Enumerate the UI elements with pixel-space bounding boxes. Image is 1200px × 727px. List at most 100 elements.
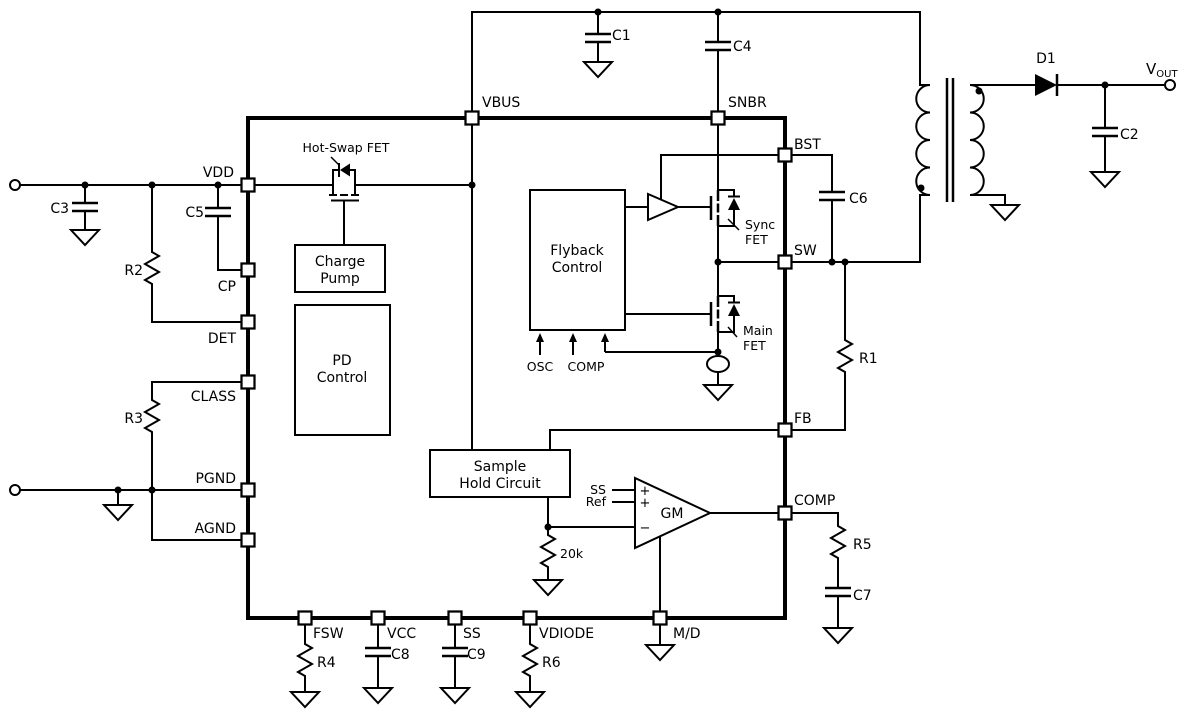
junction-dot — [214, 181, 222, 189]
charge-pump-line1: Charge — [315, 254, 365, 270]
pin-label-sw: SW — [794, 243, 817, 259]
pin-pgnd — [240, 482, 256, 498]
pin-label-vcc: VCC — [387, 626, 416, 642]
label-c1: C1 — [612, 28, 631, 44]
net-sense — [604, 339, 718, 353]
junction-dot — [148, 486, 156, 494]
net-samplehold-gm — [547, 497, 635, 580]
current-sense-element — [706, 355, 730, 373]
input-terminal-pgnd — [9, 484, 21, 496]
pin-labels: VDD CP DET CLASS PGND AGND VBUS SNBR BST… — [191, 95, 836, 642]
resistor-r3 — [144, 395, 160, 437]
vout-sub: OUT — [1156, 69, 1178, 80]
pd-control-box — [294, 304, 391, 436]
wires — [20, 11, 1165, 692]
resistor-20k — [540, 530, 556, 572]
label-r1: R1 — [859, 351, 878, 367]
pin-label-fb: FB — [794, 411, 812, 427]
junction-dot — [81, 181, 89, 189]
gm-amp-triangle — [634, 476, 713, 550]
resistor-r6 — [522, 639, 538, 681]
ground-symbols — [70, 61, 1120, 708]
pin-fsw — [297, 610, 313, 626]
sample-hold-line2: Hold Circuit — [459, 476, 541, 492]
net-r1-branch — [791, 262, 846, 431]
junction-dot — [828, 258, 836, 266]
output-terminal-vout — [1164, 79, 1176, 91]
charge-pump-line2: Pump — [320, 271, 360, 287]
block-labels: Charge Pump PD Control Flyback Control S… — [303, 140, 776, 536]
pd-control-line2: Control — [317, 370, 368, 386]
capacitor-c5 — [203, 206, 233, 218]
resistor-r2 — [144, 247, 160, 289]
pin-label-agnd: AGND — [195, 521, 236, 537]
secondary-winding — [969, 84, 985, 196]
resistor-r5 — [830, 521, 846, 563]
label-c8: C8 — [391, 647, 410, 663]
sample-hold-line1: Sample — [474, 459, 527, 475]
main-fet-label-2: FET — [743, 338, 766, 353]
pin-label-class: CLASS — [191, 389, 236, 405]
primary-winding — [915, 84, 931, 196]
label-r6: R6 — [542, 655, 561, 671]
junction-dot — [148, 181, 156, 189]
ground-20k — [533, 579, 563, 596]
pin-label-pgnd: PGND — [195, 471, 236, 487]
pin-vdd — [240, 177, 256, 193]
osc-arrowhead — [536, 333, 544, 342]
capacitor-c2 — [1090, 126, 1120, 138]
pin-label-vdiode: VDIODE — [539, 626, 594, 642]
ground-c1 — [583, 61, 613, 78]
resistor-r1 — [837, 335, 853, 377]
input-terminal-vdd — [9, 179, 21, 191]
net-vbus-rail — [471, 11, 930, 112]
net-pgnd — [20, 489, 242, 505]
ground-c9 — [440, 687, 470, 704]
pin-bst — [777, 147, 793, 163]
transformer — [915, 78, 985, 202]
junction-dot — [468, 181, 476, 189]
gm-input-ref-label: Ref — [586, 494, 607, 509]
transformer-core — [945, 78, 955, 202]
net-c6-branch — [791, 154, 833, 262]
label-r5: R5 — [853, 537, 872, 553]
label-c2: C2 — [1120, 127, 1139, 143]
gm-plus-1: + — [640, 484, 651, 499]
diode-d1 — [1035, 74, 1059, 96]
gm-input-stubs — [612, 489, 635, 503]
gm-label: GM — [661, 506, 684, 522]
pin-md — [652, 610, 668, 626]
ground-pgnd — [103, 504, 133, 521]
sense-arrowhead — [601, 333, 609, 342]
ground-secondary — [990, 204, 1020, 221]
sync-leader-line — [727, 218, 740, 231]
comp-arrowhead — [569, 333, 577, 342]
pin-label-cp: CP — [218, 279, 236, 295]
pin-cp — [240, 262, 256, 278]
hot-swap-leader-line — [330, 156, 340, 166]
label-c6: C6 — [849, 191, 868, 207]
gm-plus-2: + — [640, 496, 651, 511]
junction-dot — [714, 258, 722, 266]
hot-swap-fet — [329, 156, 359, 202]
net-secondary-return — [970, 194, 1006, 205]
d1-triangle — [1035, 74, 1057, 96]
hot-swap-body-diode-wire — [332, 169, 356, 185]
label-r3: R3 — [124, 411, 143, 427]
pd-control-line1: PD — [332, 353, 351, 369]
pin-class — [240, 374, 256, 390]
sample-hold-box — [429, 449, 571, 498]
net-r2-det — [151, 185, 242, 323]
net-fb-internal — [549, 429, 779, 450]
net-comp-external — [791, 512, 839, 628]
secondary-phase-dot — [975, 87, 983, 95]
label-c9: C9 — [467, 647, 486, 663]
junction-dot — [594, 8, 602, 16]
pin-label-comp: COMP — [794, 493, 835, 509]
pin-vbus — [464, 110, 480, 126]
net-c5-cp — [217, 185, 242, 271]
capacitor-c6 — [817, 190, 847, 202]
pin-label-bst: BST — [794, 137, 821, 153]
ground-c7 — [823, 627, 853, 644]
